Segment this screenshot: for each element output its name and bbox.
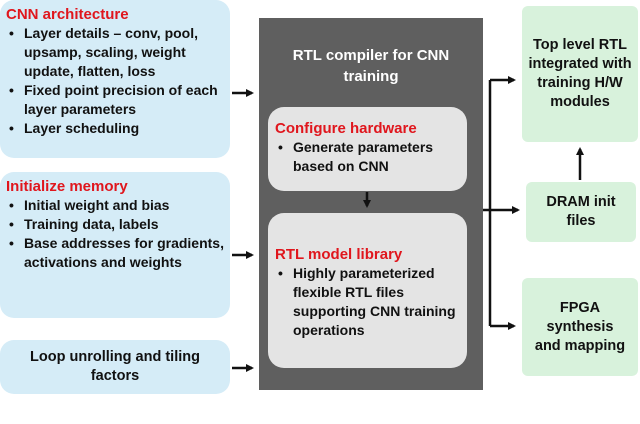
configure-hardware-list: Generate parameters based on CNN (275, 138, 461, 176)
cnn-architecture-item: Layer details – conv, pool, upsamp, scal… (9, 24, 224, 81)
configure-hardware-box: Configure hardware Generate parameters b… (268, 107, 467, 191)
initialize-memory-heading: Initialize memory (6, 178, 128, 195)
cnn-architecture-item: Fixed point precision of each layer para… (9, 81, 224, 119)
top-level-rtl-label: Top level RTL integrated with training H… (528, 37, 632, 110)
rtl-model-library-list: Highly parameterized flexible RTL files … (275, 264, 461, 340)
rtl-model-library-item: Highly parameterized flexible RTL files … (278, 264, 461, 340)
configure-hardware-item: Generate parameters based on CNN (278, 138, 461, 176)
initialize-memory-box: Initialize memory Initial weight and bia… (0, 172, 230, 318)
initialize-memory-item: Base addresses for gradients, activation… (9, 234, 224, 272)
rtl-model-library-heading: RTL model library (275, 246, 403, 263)
rtl-compiler-title: RTL compiler for CNN training (292, 47, 450, 85)
loop-unrolling-box: Loop unrolling and tiling factors (0, 340, 230, 394)
cnn-architecture-heading: CNN architecture (6, 6, 129, 23)
cnn-architecture-box: CNN architecture Layer details – conv, p… (0, 0, 230, 158)
dram-init-label: DRAM init files (546, 194, 616, 229)
rtl-model-library-box: RTL model library Highly parameterized f… (268, 213, 467, 368)
dram-init-box: DRAM init files (526, 182, 636, 242)
cnn-architecture-list: Layer details – conv, pool, upsamp, scal… (6, 24, 224, 138)
cnn-architecture-item: Layer scheduling (9, 119, 224, 138)
top-level-rtl-box: Top level RTL integrated with training H… (522, 6, 638, 142)
configure-hardware-heading: Configure hardware (275, 120, 417, 137)
initialize-memory-item: Training data, labels (9, 215, 224, 234)
initialize-memory-list: Initial weight and bias Training data, l… (6, 196, 224, 272)
initialize-memory-item: Initial weight and bias (9, 196, 224, 215)
loop-unrolling-label: Loop unrolling and tiling factors (30, 349, 200, 384)
fpga-box: FPGA synthesis and mapping (522, 278, 638, 376)
fpga-label: FPGA synthesis and mapping (534, 299, 626, 354)
